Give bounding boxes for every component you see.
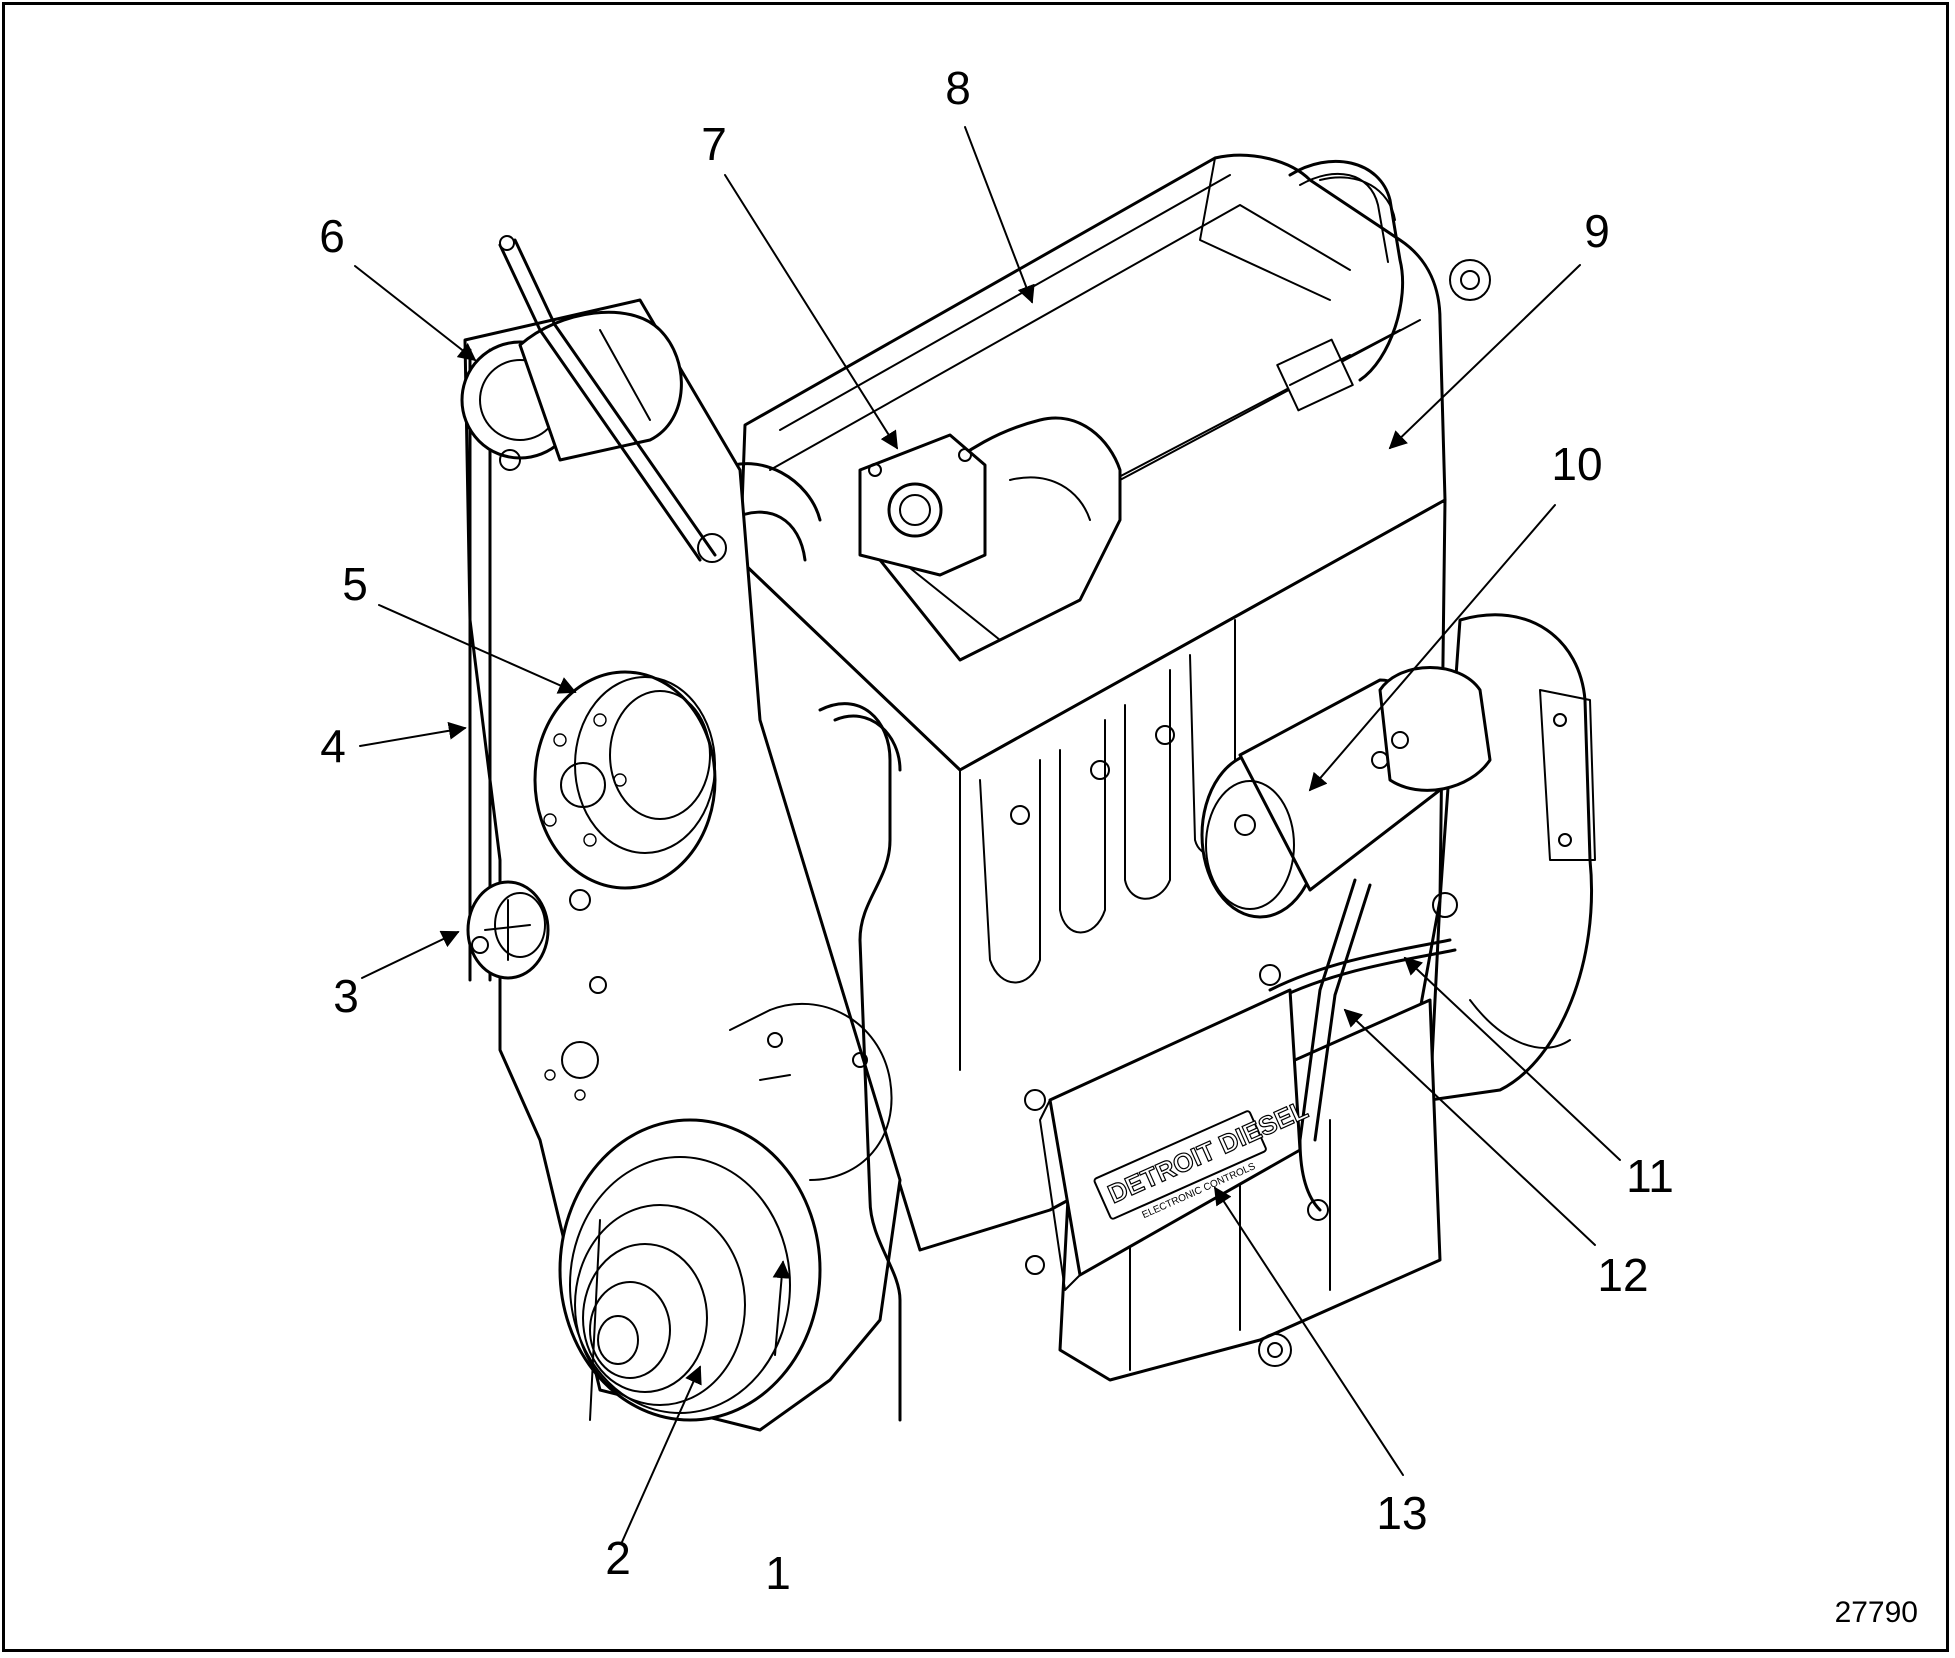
leader-8 <box>964 126 1035 304</box>
leader-5 <box>378 604 577 694</box>
starter-motor <box>1200 666 1492 919</box>
callout-12: 12 <box>1597 1249 1648 1301</box>
callout-2: 2 <box>605 1532 631 1584</box>
callout-7: 7 <box>701 118 727 170</box>
callout-11: 11 <box>1626 1150 1674 1202</box>
ecm-module: DETROIT DIESEL ELECTRONIC CONTROLS <box>1024 988 1313 1291</box>
leader-6 <box>354 265 477 362</box>
idler-pulley <box>466 880 550 980</box>
leader-13 <box>1214 1186 1404 1476</box>
leader-10 <box>1308 504 1556 792</box>
callout-4: 4 <box>320 720 346 772</box>
callout-9: 9 <box>1584 205 1610 257</box>
engine-drawing: DETROIT DIESEL ELECTRONIC CONTROLS <box>460 153 1596 1432</box>
leader-9 <box>1388 264 1581 450</box>
callout-13: 13 <box>1376 1487 1427 1539</box>
alternator <box>460 310 683 471</box>
intake-flange <box>858 433 987 577</box>
water-pump-pulley <box>533 670 717 890</box>
callout-6: 6 <box>319 210 345 262</box>
callout-leaders <box>354 126 1621 1543</box>
callout-labels: 1 2 3 4 5 6 7 8 9 10 11 12 13 <box>319 62 1674 1599</box>
leader-11 <box>1403 956 1621 1161</box>
callout-1: 1 <box>765 1547 791 1599</box>
leader-7 <box>724 174 898 450</box>
leader-2 <box>621 1365 702 1543</box>
leader-4 <box>359 721 467 747</box>
oil-pan <box>1058 998 1442 1382</box>
crankshaft-damper <box>558 1118 822 1422</box>
callout-5: 5 <box>342 558 368 610</box>
callout-10: 10 <box>1551 438 1602 490</box>
leader-1 <box>772 1260 791 1356</box>
leader-3 <box>361 930 460 979</box>
figure-number: 27790 <box>1835 1596 1918 1629</box>
callout-3: 3 <box>333 970 359 1022</box>
callout-8: 8 <box>945 62 971 114</box>
leader-12 <box>1343 1008 1596 1246</box>
